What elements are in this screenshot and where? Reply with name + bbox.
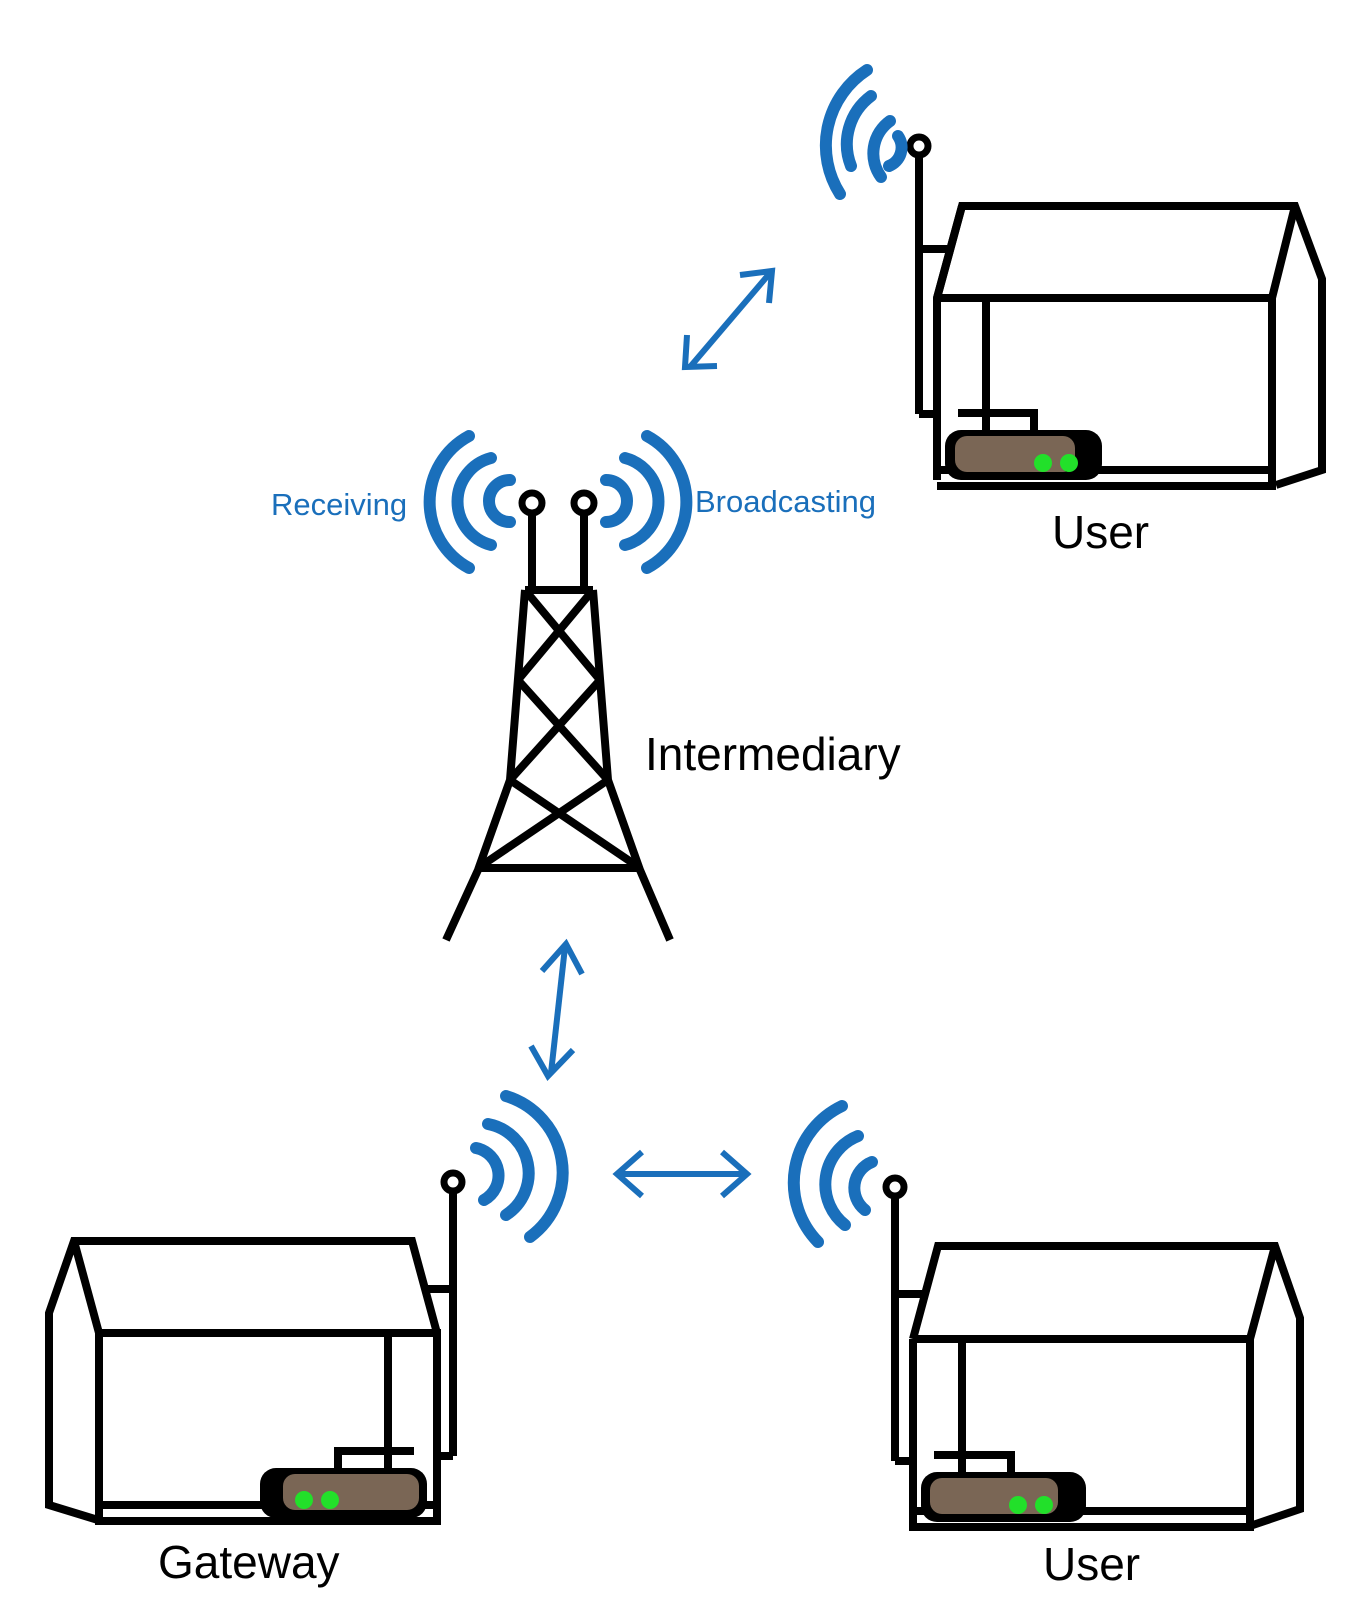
receiving-signal-icon [423,430,516,574]
user-house-bottom: User [787,1100,1304,1590]
gateway-house: Gateway [45,1090,569,1588]
gateway-label: Gateway [158,1536,340,1588]
intermediary-tower: Receiving Broadcasting Intermediary [271,430,901,942]
router-icon [945,409,1102,480]
wifi-signal-icon [819,64,908,200]
broadcasting-label: Broadcasting [695,484,876,519]
led-indicator [1035,1496,1053,1514]
led-indicator [295,1491,313,1509]
double-arrow-icon [681,267,776,371]
led-indicator [1009,1496,1027,1514]
user-top-label: User [1052,506,1149,558]
led-indicator [321,1491,339,1509]
double-arrow-icon [528,938,585,1081]
intermediary-label: Intermediary [645,728,901,780]
user-house-top: User [819,64,1326,558]
link-tower-user-top [681,267,776,371]
double-arrow-icon [612,1149,752,1199]
broadcasting-signal-icon [600,430,693,574]
wifi-signal-icon [787,1100,878,1248]
router-icon [260,1447,427,1518]
router-icon [921,1451,1086,1522]
receiving-label: Receiving [271,487,407,522]
user-bottom-label: User [1043,1538,1140,1590]
wifi-signal-icon [470,1090,569,1243]
led-indicator [1060,454,1078,472]
link-gateway-user-bottom [612,1149,752,1199]
led-indicator [1034,454,1052,472]
radio-tower-icon [442,489,674,942]
link-tower-gateway [528,938,585,1081]
